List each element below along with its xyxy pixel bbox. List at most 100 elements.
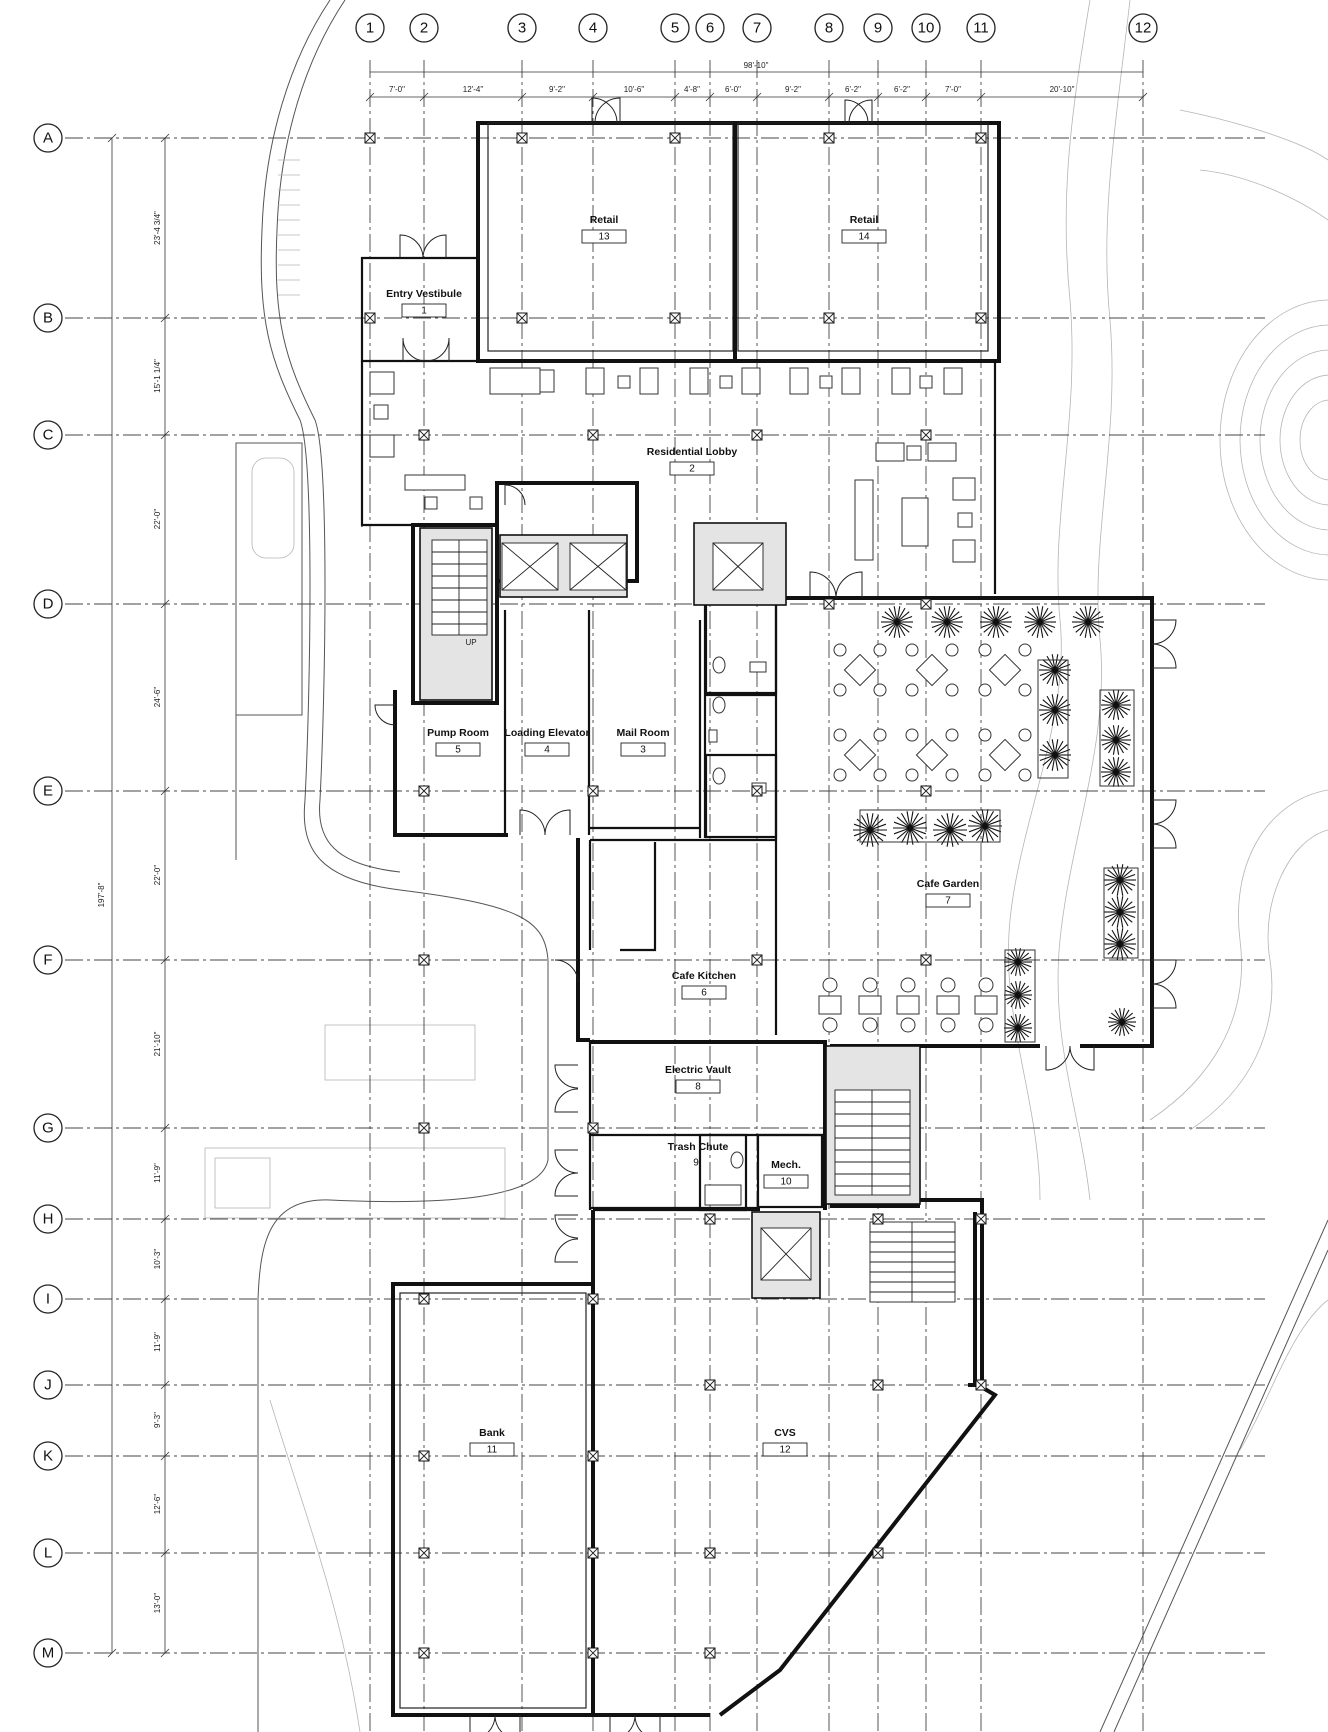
- svg-text:14: 14: [858, 232, 870, 243]
- planter-shrub: [1108, 1008, 1136, 1036]
- planter-shrub: [1039, 694, 1071, 726]
- structural-column: [587, 785, 599, 797]
- structural-column: [920, 785, 932, 797]
- structural-column: [364, 312, 376, 324]
- grid-bubble-7: 7: [742, 13, 772, 43]
- cafe-bar-seat: [974, 977, 998, 1033]
- structural-column: [418, 785, 430, 797]
- structural-column: [975, 132, 987, 144]
- svg-text:13: 13: [598, 232, 610, 243]
- grid-bubble-M: M: [33, 1638, 63, 1668]
- room-residential-lobby: Residential Lobby 2: [647, 446, 738, 476]
- structural-column: [920, 954, 932, 966]
- svg-text:1: 1: [366, 20, 374, 37]
- cafe-table-set: [905, 643, 959, 697]
- svg-text:3: 3: [518, 20, 526, 37]
- svg-text:Cafe Kitchen: Cafe Kitchen: [672, 970, 736, 982]
- structural-column: [418, 1647, 430, 1659]
- structural-column: [872, 1379, 884, 1391]
- svg-text:Cafe Garden: Cafe Garden: [917, 878, 979, 890]
- svg-text:12'-6": 12'-6": [153, 1494, 162, 1515]
- svg-text:10: 10: [780, 1177, 792, 1188]
- svg-text:20'-10": 20'-10": [1050, 85, 1075, 94]
- grid-bubble-11: 11: [966, 13, 996, 43]
- planter-box: [859, 809, 1001, 843]
- room-cvs: CVS 12: [762, 1427, 808, 1457]
- structural-column: [669, 312, 681, 324]
- cafe-bar-seat: [936, 977, 960, 1033]
- structural-column: [704, 1213, 716, 1225]
- svg-text:15'-1 1/4": 15'-1 1/4": [153, 359, 162, 393]
- svg-text:H: H: [43, 1211, 54, 1228]
- svg-text:M: M: [42, 1645, 55, 1662]
- svg-text:D: D: [43, 596, 54, 613]
- svg-text:12: 12: [1135, 20, 1152, 37]
- svg-text:7: 7: [945, 896, 951, 907]
- structural-column: [364, 132, 376, 144]
- cafe-bar-seat: [896, 977, 920, 1033]
- room-loading-elevator: Loading Elevator 4: [504, 727, 590, 757]
- svg-text:Electric Vault: Electric Vault: [665, 1064, 731, 1076]
- overall-height-dimension: 197'-8": [97, 882, 106, 907]
- svg-text:9: 9: [874, 20, 882, 37]
- planter-shrub: [1104, 928, 1136, 960]
- svg-text:Retail: Retail: [850, 214, 879, 226]
- grid-bubble-K: K: [33, 1441, 63, 1471]
- structural-column: [418, 429, 430, 441]
- svg-text:12'-4": 12'-4": [463, 85, 484, 94]
- svg-text:Residential Lobby: Residential Lobby: [647, 446, 738, 458]
- vertical-dimensions: 197'-8" 23'-4 3/4" 15'-1 1/4" 22'-0" 24'…: [97, 133, 170, 1658]
- svg-text:K: K: [43, 1448, 53, 1465]
- structural-column: [975, 312, 987, 324]
- grid-bubble-10: 10: [911, 13, 941, 43]
- cafe-bar-seat: [858, 977, 882, 1033]
- svg-text:10'-3": 10'-3": [153, 1249, 162, 1270]
- grid-bubble-E: E: [33, 776, 63, 806]
- planter-shrub: [1101, 690, 1131, 720]
- horizontal-dimensions: 98'-10" 7'-0" 12'-4" 9'-2" 10'-6" 4'-8" …: [365, 61, 1148, 102]
- grid-bubble-9: 9: [863, 13, 893, 43]
- structural-column: [516, 132, 528, 144]
- structural-column: [975, 1213, 987, 1225]
- svg-text:11: 11: [973, 20, 989, 37]
- room-cafe-garden: Cafe Garden 7: [917, 878, 979, 908]
- elevator-stair-cores: UP: [419, 522, 956, 1303]
- doors: [374, 97, 1177, 1732]
- planter-shrub: [1039, 739, 1071, 771]
- svg-text:CVS: CVS: [774, 1427, 796, 1439]
- svg-text:Pump Room: Pump Room: [427, 727, 489, 739]
- room-trash-chute: Trash Chute 9: [668, 1141, 729, 1169]
- structural-column: [418, 1122, 430, 1134]
- svg-text:6'-2": 6'-2": [845, 85, 861, 94]
- svg-text:4: 4: [544, 745, 550, 756]
- cafe-table-set: [978, 643, 1032, 697]
- svg-text:11: 11: [487, 1445, 498, 1456]
- column-grid-bubbles: 1 2 3 4 5 6 7 8 9 10 11 12: [355, 13, 1158, 43]
- structural-column: [704, 1547, 716, 1559]
- structural-column: [587, 429, 599, 441]
- room-electric-vault: Electric Vault 8: [665, 1064, 731, 1094]
- svg-text:Entry Vestibule: Entry Vestibule: [386, 288, 462, 300]
- grid-bubble-6: 6: [695, 13, 725, 43]
- svg-text:A: A: [43, 130, 53, 147]
- grid-bubble-G: G: [33, 1113, 63, 1143]
- structural-column: [823, 132, 835, 144]
- svg-text:6'-0": 6'-0": [725, 85, 741, 94]
- room-entry-vestibule: Entry Vestibule 1: [386, 288, 462, 318]
- grid-bubble-F: F: [33, 945, 63, 975]
- structural-column: [587, 1450, 599, 1462]
- planter-shrub: [1024, 606, 1056, 638]
- planter-box: [1099, 689, 1135, 787]
- planter-shrub: [853, 813, 887, 847]
- svg-text:10'-6": 10'-6": [624, 85, 645, 94]
- svg-text:4'-8": 4'-8": [684, 85, 700, 94]
- structural-column: [975, 1379, 987, 1391]
- structural-column: [516, 312, 528, 324]
- svg-text:24'-6": 24'-6": [153, 687, 162, 708]
- row-grid-bubbles: A B C D E F G H I J K L M: [33, 123, 63, 1668]
- planter-shrub: [1072, 606, 1104, 638]
- building-walls: [360, 121, 1154, 1717]
- room-cafe-kitchen: Cafe Kitchen 6: [672, 970, 736, 1000]
- grid-bubble-12: 12: [1128, 13, 1158, 43]
